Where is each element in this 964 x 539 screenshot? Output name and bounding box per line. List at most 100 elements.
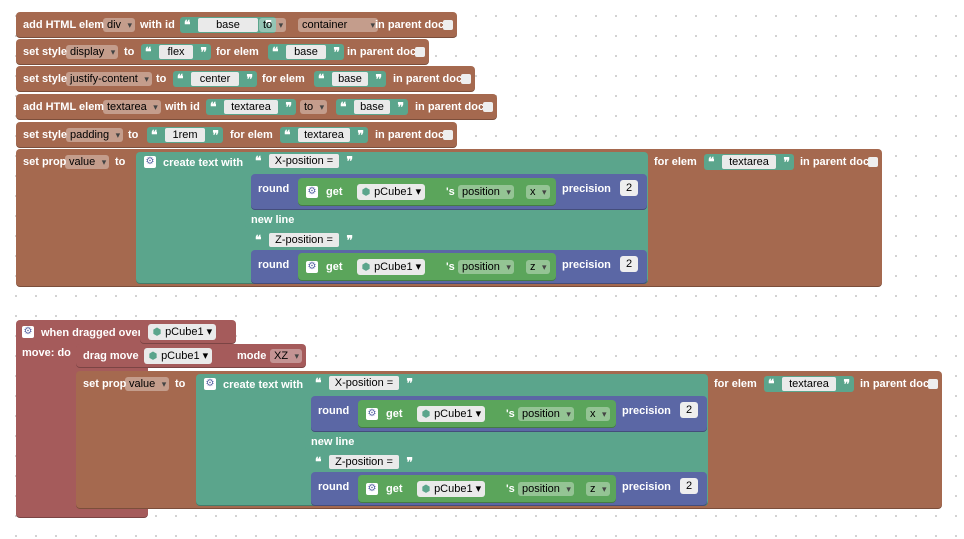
set-style-block[interactable]: set style justify-content to ❝center❞ fo… <box>16 66 475 92</box>
elem-value[interactable]: textarea <box>298 128 350 142</box>
string-block[interactable]: ❝textarea❞ <box>206 99 296 115</box>
style-prop-dropdown[interactable]: padding <box>66 128 124 142</box>
string-block[interactable]: ❝textarea❞ <box>764 376 854 392</box>
checkbox-icon[interactable] <box>461 74 471 84</box>
block-label: in parent doc <box>375 19 445 31</box>
axis-dropdown[interactable]: z <box>526 260 550 274</box>
gear-icon[interactable]: ⚙ <box>306 261 318 273</box>
to-dropdown[interactable]: to <box>259 18 287 32</box>
elem-value[interactable]: textarea <box>722 155 776 169</box>
checkbox-icon[interactable] <box>868 157 878 167</box>
precision-input[interactable]: 2 <box>680 402 698 418</box>
style-value[interactable]: 1rem <box>165 128 205 142</box>
elem-type-dropdown[interactable]: div <box>103 18 136 32</box>
text-value[interactable]: Z-position = <box>269 233 339 247</box>
style-prop-dropdown[interactable]: justify-content <box>66 72 152 86</box>
parent-value[interactable]: base <box>354 100 390 114</box>
precision-input[interactable]: 2 <box>620 256 638 272</box>
precision-input[interactable]: 2 <box>680 478 698 494</box>
newline-block[interactable]: new line <box>305 434 361 450</box>
axis-dropdown[interactable]: x <box>586 407 610 421</box>
set-prop-block[interactable]: set prop value to for elem ❝textarea❞ in… <box>76 371 942 509</box>
style-prop-dropdown[interactable]: display <box>66 45 119 59</box>
set-prop-block[interactable]: set prop value to for elem ❝textarea❞ in… <box>16 149 882 287</box>
object-input[interactable]: ⬢ pCube1 ▾ <box>148 324 217 340</box>
string-block[interactable]: ❝textarea❞ <box>704 154 794 170</box>
gear-icon[interactable]: ⚙ <box>366 483 378 495</box>
round-block[interactable]: round ⚙ get ⬢ pCube1 ▾ 's position x pre… <box>311 396 707 432</box>
gear-icon[interactable]: ⚙ <box>306 186 318 198</box>
prop-dropdown[interactable]: value <box>125 377 170 391</box>
get-property-block[interactable]: ⚙ get ⬢ pCube1 ▾ 's position x <box>358 400 616 428</box>
create-text-block[interactable]: ⚙ create text with ❝X-position = ❞ round… <box>196 374 708 506</box>
to-dropdown[interactable]: to <box>300 100 328 114</box>
style-value[interactable]: center <box>191 72 239 86</box>
style-value[interactable]: flex <box>159 45 193 59</box>
checkbox-icon[interactable] <box>928 379 938 389</box>
text-value[interactable]: X-position = <box>329 376 399 390</box>
string-block[interactable]: ❝base❞ <box>314 71 386 87</box>
elem-value[interactable]: textarea <box>782 377 836 391</box>
string-block[interactable]: ❝base❞ <box>336 99 408 115</box>
block-label: to <box>175 378 186 390</box>
mode-dropdown[interactable]: XZ <box>270 349 303 363</box>
id-value[interactable]: textarea <box>224 100 278 114</box>
create-text-block[interactable]: ⚙ create text with ❝X-position = ❞ round… <box>136 152 648 284</box>
add-html-elem-block[interactable]: add HTML elem textarea with id ❝textarea… <box>16 94 497 120</box>
drag-move-block[interactable]: drag move ⬢ pCube1 ▾ mode XZ <box>76 344 306 368</box>
string-block[interactable]: ❝1rem❞ <box>147 127 223 143</box>
axis-dropdown[interactable]: x <box>526 185 550 199</box>
elem-type-dropdown[interactable]: textarea <box>103 100 161 114</box>
checkbox-icon[interactable] <box>483 102 493 112</box>
newline-block[interactable]: new line <box>245 212 301 228</box>
set-style-block[interactable]: set style padding to ❝1rem❞ for elem ❝te… <box>16 122 457 148</box>
gear-icon[interactable]: ⚙ <box>22 326 34 338</box>
string-block[interactable]: ❝X-position = ❞ <box>251 153 357 169</box>
block-label: set prop <box>23 156 67 168</box>
attribute-dropdown[interactable]: position <box>458 260 514 274</box>
attribute-dropdown[interactable]: position <box>518 482 574 496</box>
object-input[interactable]: ⬢ pCube1 ▾ <box>144 348 213 364</box>
attribute-dropdown[interactable]: position <box>458 185 514 199</box>
when-dragged-over-header[interactable]: ⬢ pCube1 ▾ <box>140 320 236 344</box>
string-block[interactable]: ❝textarea❞ <box>280 127 368 143</box>
string-block[interactable]: ❝X-position = ❞ <box>311 375 417 391</box>
string-block[interactable]: ❝center❞ <box>173 71 257 87</box>
checkbox-icon[interactable] <box>443 130 453 140</box>
round-block[interactable]: round ⚙ get ⬢ pCube1 ▾ 's position z pre… <box>311 472 707 506</box>
elem-value[interactable]: base <box>332 72 368 86</box>
text-value[interactable]: Z-position = <box>329 455 399 469</box>
gear-icon[interactable]: ⚙ <box>144 156 156 168</box>
round-block[interactable]: round ⚙ get ⬢ pCube1 ▾ 's position x pre… <box>251 174 647 210</box>
round-block[interactable]: round ⚙ get ⬢ pCube1 ▾ 's position z pre… <box>251 250 647 284</box>
set-style-block[interactable]: set style display to ❝flex❞ for elem ❝ba… <box>16 39 429 65</box>
checkbox-icon[interactable] <box>443 20 453 30</box>
get-property-block[interactable]: ⚙ get ⬢ pCube1 ▾ 's position z <box>298 253 556 281</box>
id-value[interactable]: base <box>198 18 258 32</box>
axis-dropdown[interactable]: z <box>586 482 610 496</box>
block-label: in parent doc <box>393 73 463 85</box>
gear-icon[interactable]: ⚙ <box>204 378 216 390</box>
add-html-elem-block[interactable]: add HTML elem div with id ❝base❞ to cont… <box>16 12 457 38</box>
parent-dropdown[interactable]: container <box>298 18 378 32</box>
get-property-block[interactable]: ⚙ get ⬢ pCube1 ▾ 's position x <box>298 178 556 206</box>
block-label: precision <box>622 405 671 417</box>
block-label: 's <box>446 261 455 273</box>
object-input[interactable]: ⬢ pCube1 ▾ <box>357 184 426 200</box>
object-input[interactable]: ⬢ pCube1 ▾ <box>417 406 486 422</box>
attribute-dropdown[interactable]: position <box>518 407 574 421</box>
string-block[interactable]: ❝flex❞ <box>141 44 211 60</box>
elem-value[interactable]: base <box>286 45 326 59</box>
string-block[interactable]: ❝base❞ <box>268 44 344 60</box>
text-value[interactable]: X-position = <box>269 154 339 168</box>
checkbox-icon[interactable] <box>415 47 425 57</box>
object-input[interactable]: ⬢ pCube1 ▾ <box>357 259 426 275</box>
block-label: to <box>156 73 167 85</box>
gear-icon[interactable]: ⚙ <box>366 408 378 420</box>
string-block[interactable]: ❝Z-position = ❞ <box>311 454 417 470</box>
get-property-block[interactable]: ⚙ get ⬢ pCube1 ▾ 's position z <box>358 475 616 503</box>
precision-input[interactable]: 2 <box>620 180 638 196</box>
prop-dropdown[interactable]: value <box>65 155 110 169</box>
string-block[interactable]: ❝Z-position = ❞ <box>251 232 357 248</box>
object-input[interactable]: ⬢ pCube1 ▾ <box>417 481 486 497</box>
